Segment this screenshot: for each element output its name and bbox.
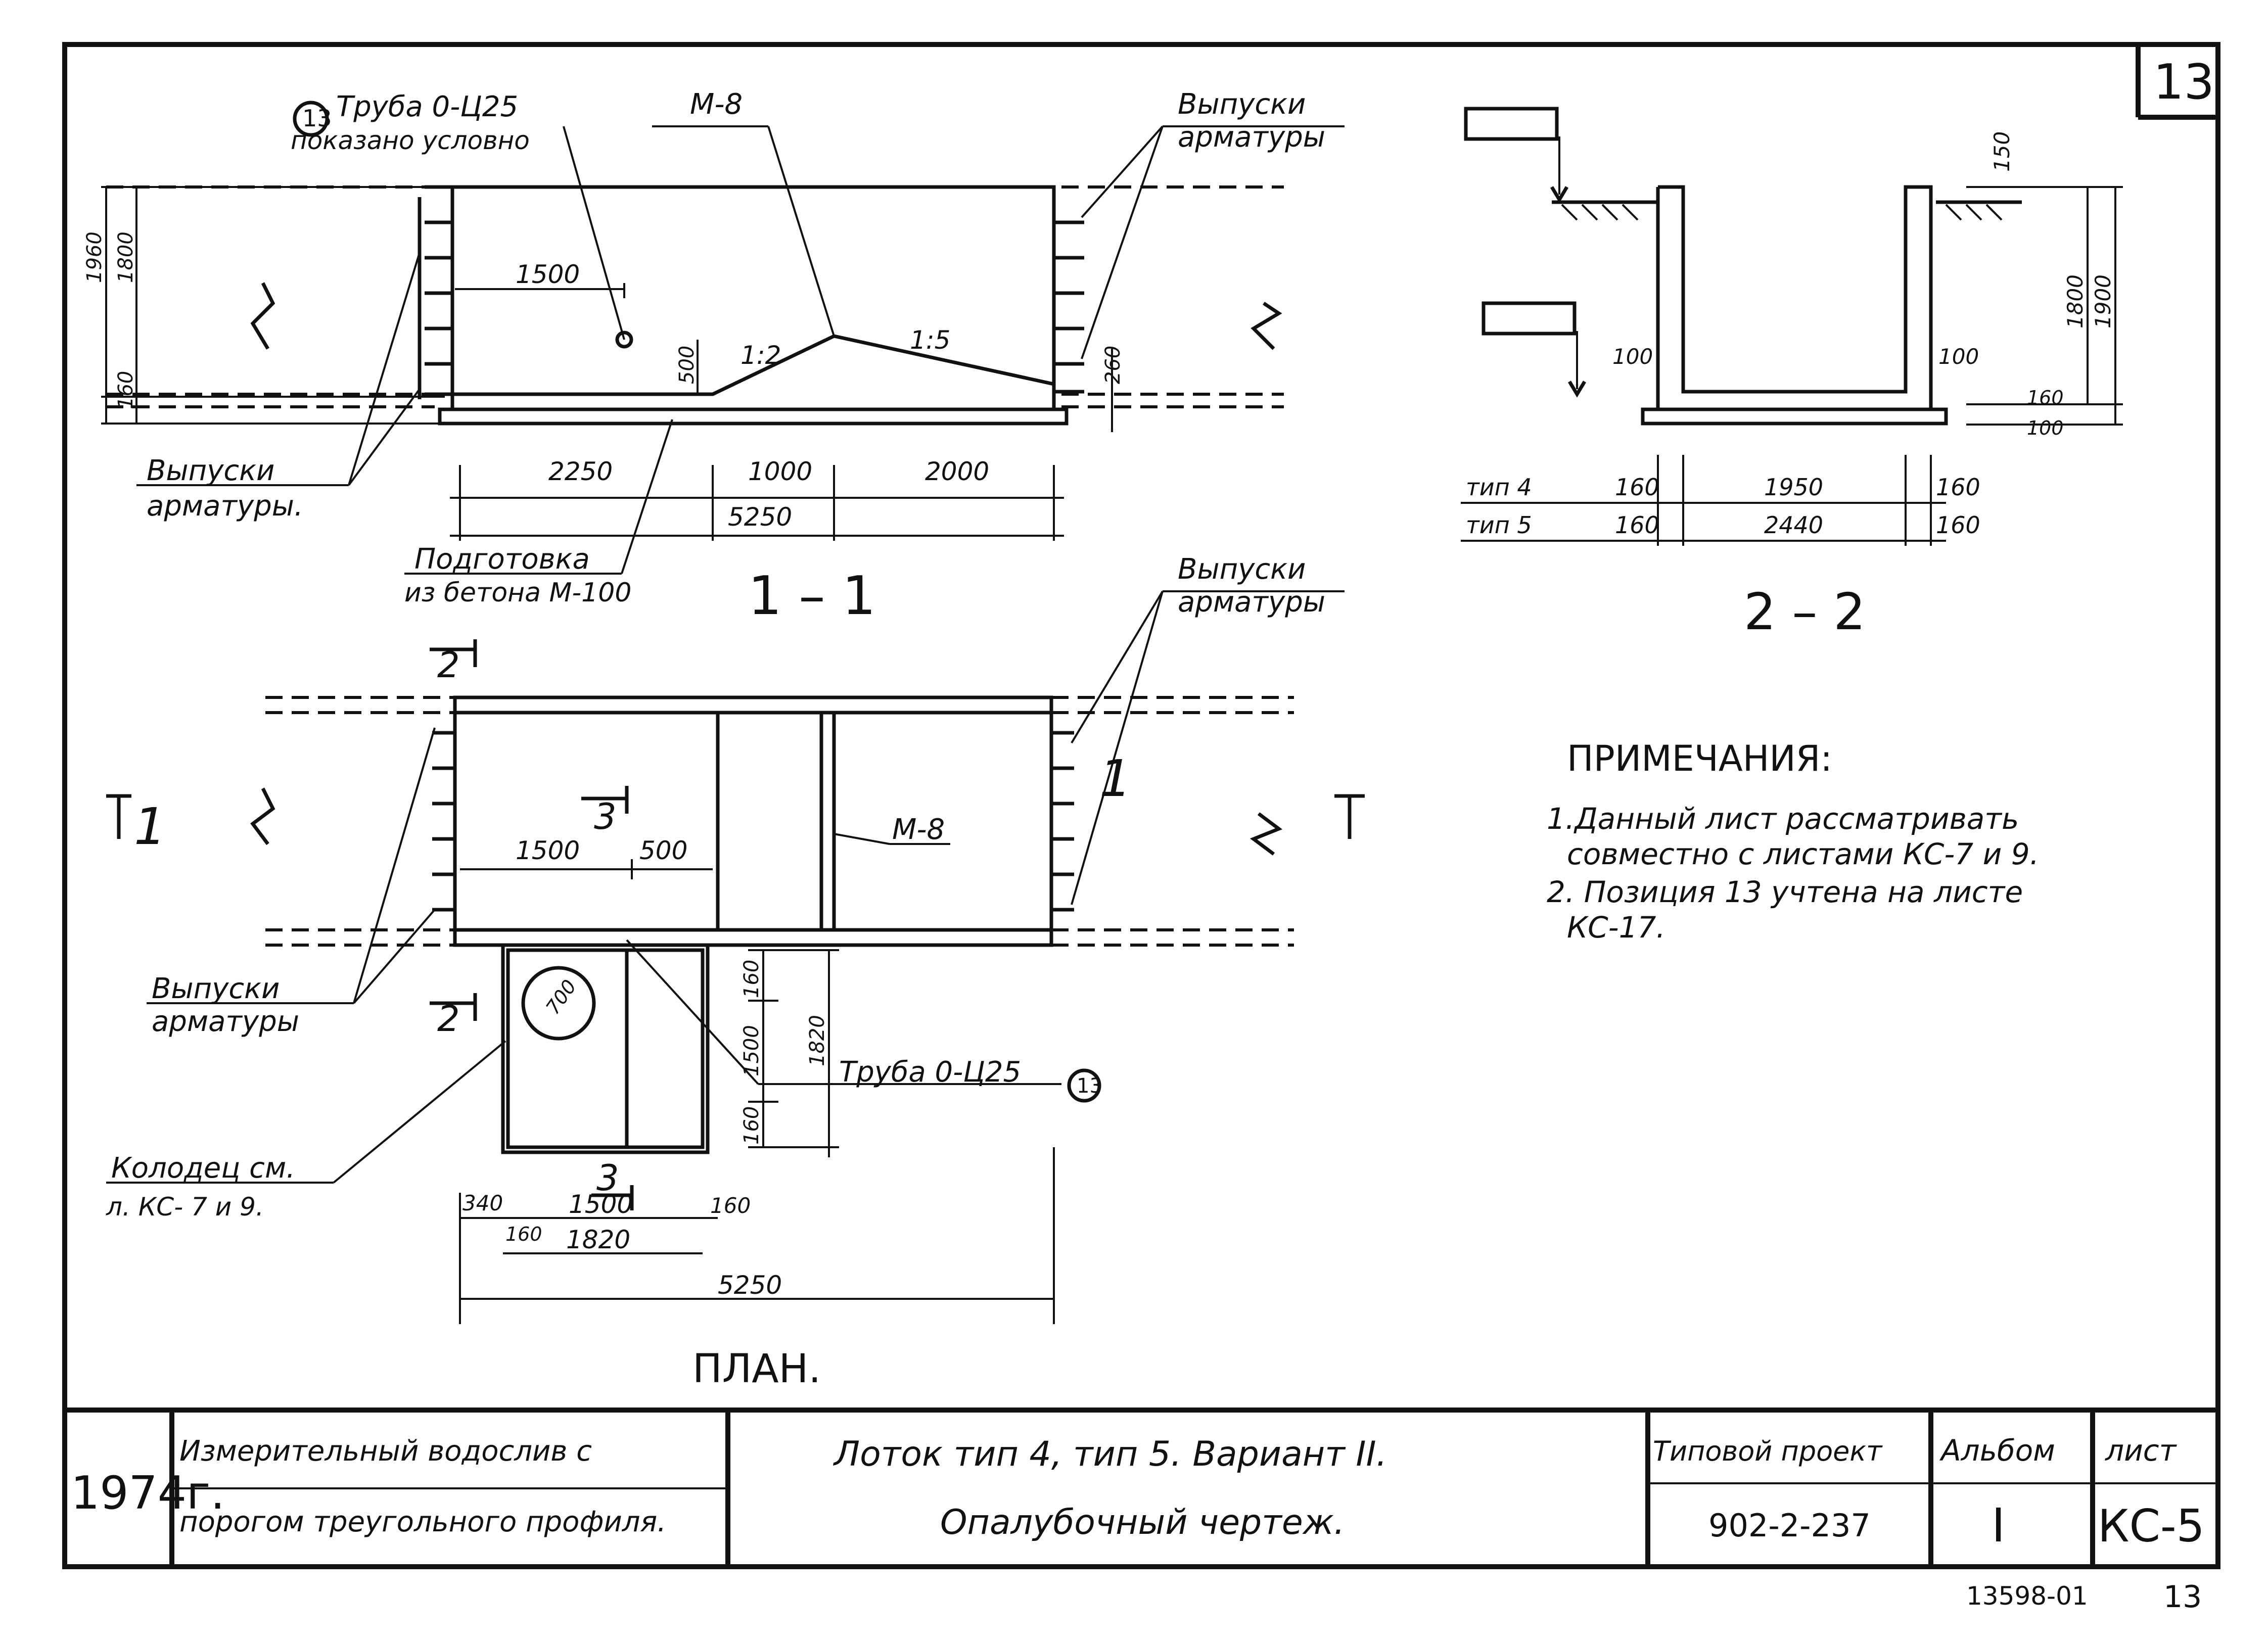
sheet-number: 13: [2153, 55, 2214, 110]
dim-100-right: 100: [1938, 344, 1979, 369]
notes: ПРИМЕЧАНИЯ: 1.Данный лист рассматривать …: [1547, 738, 2039, 945]
well-label-2: л. КС- 7 и 9.: [106, 1192, 264, 1222]
footer-page: 13: [2163, 1579, 2202, 1615]
plan-dim-160-left: 160: [505, 1223, 542, 1245]
plan-dim-v1500: 1500: [740, 1025, 763, 1076]
plan-dim-1500: 1500: [516, 836, 580, 865]
marker-2-top: 2: [437, 644, 460, 686]
drawing-line-1: Лоток тип 4, тип 5. Вариант II.: [832, 1434, 1387, 1474]
marker-1-right: 1: [1099, 749, 1132, 808]
rebar-label-top: Выпуски: [1178, 88, 1306, 121]
album-value: I: [1992, 1498, 2005, 1553]
row-5-b: 2440: [1764, 511, 1823, 539]
note-line-3: 2. Позиция 13 учтена на листе: [1547, 875, 2023, 909]
row-4-a: 160: [1615, 474, 1659, 501]
plan-m8-label: М-8: [892, 813, 945, 846]
dim-1500: 1500: [516, 260, 580, 289]
rebar-label-bottom: арматуры: [1178, 121, 1325, 154]
pos-marker-13: 13: [302, 105, 332, 132]
marker-1-left: 1: [134, 797, 166, 856]
pipe-note: показано условно: [291, 126, 530, 155]
plan-pipe-label: Труба 0-Ц25: [839, 1056, 1021, 1089]
row-type-5: тип 5: [1466, 511, 1532, 539]
marker-3-top: 3: [594, 796, 617, 837]
section-1-1: 13 Труба 0-Ц25 показано условно М-8 Выпу…: [83, 88, 1345, 627]
plan-dim-500: 500: [639, 836, 687, 865]
dim-1000: 1000: [748, 457, 812, 486]
slope-right: 1:5: [910, 325, 950, 355]
prep-label-top: Подготовка: [414, 543, 590, 576]
album-label: Альбом: [1939, 1433, 2055, 1468]
marker-3-bottom: 3: [596, 1157, 619, 1199]
drawing-line-2: Опалубочный чертеж.: [940, 1503, 1345, 1542]
sheet-frame: [62, 42, 2220, 1569]
plan-dim-1500-bottom: 1500: [569, 1190, 633, 1219]
section-2-2-title: 2 – 2: [1744, 582, 1866, 641]
plan-dim-1820: 1820: [566, 1225, 630, 1254]
dim-100-left: 100: [1612, 344, 1653, 369]
sheet-label: лист: [2105, 1433, 2178, 1468]
row-5-c: 160: [1936, 511, 1980, 539]
dim-1960: 1960: [83, 231, 106, 283]
title-block: 1974г. Измерительный водослив с порогом …: [65, 1408, 2218, 1567]
subject-line-2: порогом треугольного профиля.: [179, 1506, 666, 1538]
dim-1800: 1800: [114, 231, 137, 283]
dim-1800-r: 1800: [2063, 274, 2088, 329]
dim-500: 500: [675, 346, 699, 384]
row-5-a: 160: [1615, 511, 1659, 539]
note-line-4: КС-17.: [1567, 910, 1665, 945]
project-value: 902-2-237: [1708, 1507, 1871, 1544]
year: 1974г.: [71, 1467, 225, 1520]
rebar-left-top: Выпуски: [147, 454, 274, 487]
well-diameter: 700: [541, 976, 581, 1019]
plan-rebar-left-1: Выпуски: [152, 972, 280, 1005]
sheet-value: КС-5: [2098, 1500, 2205, 1552]
marker-2-bottom: 2: [437, 998, 460, 1040]
section-1-1-title: 1 – 1: [748, 565, 876, 627]
notes-heading: ПРИМЕЧАНИЯ:: [1567, 738, 1832, 779]
dim-5250: 5250: [728, 502, 792, 532]
dim-2000: 2000: [925, 457, 989, 486]
plan-rebar-top-1: Выпуски: [1178, 553, 1306, 586]
note-line-2: совместно с листами КС-7 и 9.: [1567, 837, 2039, 871]
footer-code: 13598-01: [1966, 1581, 2088, 1611]
row-4-c: 160: [1936, 474, 1980, 501]
dim-260: 260: [1101, 346, 1125, 384]
project-label: Типовой проект: [1653, 1435, 1883, 1467]
plan-rebar-top-2: арматуры: [1178, 586, 1325, 619]
plan-dim-160-right: 160: [710, 1193, 751, 1218]
dim-160: 160: [114, 371, 137, 409]
pipe-label: Труба 0-Ц25: [336, 90, 518, 123]
m8-label: М-8: [690, 88, 743, 121]
plan-dim-v160: 160: [740, 960, 763, 998]
well-label-1: Колодец см.: [111, 1152, 295, 1185]
row-type-4: тип 4: [1466, 474, 1532, 501]
dim-100-bottom: 100: [2027, 417, 2064, 439]
dim-1900: 1900: [2091, 274, 2115, 329]
plan-dim-5250: 5250: [718, 1271, 782, 1300]
plan-dim-v1820: 1820: [806, 1015, 829, 1066]
section-2-2: 100 100 160 100 150 1800 1900 тип 4 160 …: [1461, 107, 2123, 641]
prep-label-bottom: из бетона М-100: [404, 578, 631, 608]
plan-title: ПЛАН.: [692, 1346, 821, 1392]
plan-pos-marker: 13: [1077, 1074, 1102, 1098]
plan-view: 1 1 2 2 3 3 М-8 Выпуски арматуры Выпуски…: [106, 553, 1365, 1392]
subject-line-1: Измерительный водослив с: [179, 1435, 592, 1468]
row-4-b: 1950: [1764, 474, 1823, 501]
note-line-1: 1.Данный лист рассматривать: [1547, 802, 2019, 836]
plan-rebar-left-2: арматуры: [152, 1005, 299, 1038]
plan-dim-340: 340: [462, 1191, 503, 1215]
slope-left: 1:2: [740, 341, 781, 370]
dim-2250: 2250: [548, 457, 613, 486]
plan-dim-v160b: 160: [740, 1106, 763, 1145]
dim-160-r: 160: [2027, 387, 2064, 409]
rebar-left-bottom: арматуры.: [147, 490, 303, 523]
dim-150: 150: [1989, 131, 2014, 172]
